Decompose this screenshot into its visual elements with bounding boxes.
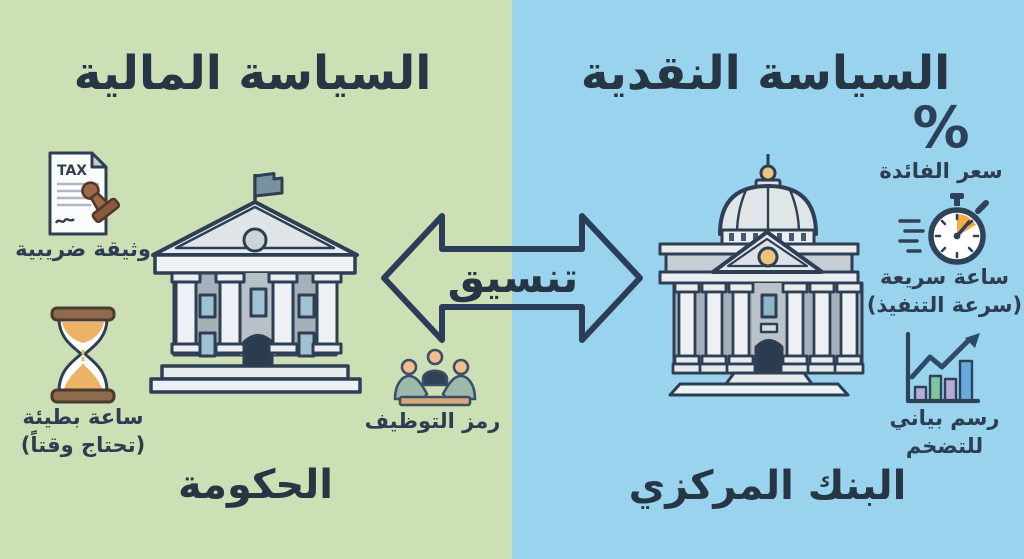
chart-axes bbox=[905, 331, 981, 404]
sand-top bbox=[62, 322, 104, 343]
inflation-chart-label-line1: رسم بياني bbox=[889, 406, 1000, 430]
government-label: الحكومة bbox=[178, 462, 333, 508]
hourglass-label: ساعة بطيئة (تحتاج وقتاً) bbox=[2, 403, 164, 459]
building-windows bbox=[198, 287, 316, 358]
coordination-arrow-label: تنسيق bbox=[447, 253, 579, 302]
interest-rate-label: سعر الفائدة bbox=[879, 159, 1003, 183]
percent-symbol: % bbox=[912, 95, 970, 161]
stopwatch-label-line1: ساعة سريعة bbox=[879, 265, 1010, 289]
bank-columns bbox=[671, 281, 865, 375]
rubber-stamp-icon bbox=[81, 181, 121, 224]
trend-arrow bbox=[909, 338, 971, 380]
employment-people-icon bbox=[393, 348, 477, 407]
building-columns bbox=[170, 271, 343, 355]
inflation-chart-label-line2: للتضخم bbox=[905, 434, 984, 458]
bank-steps bbox=[724, 371, 814, 386]
fiscal-policy-title: السياسة المالية bbox=[73, 46, 432, 101]
stopwatch-label: ساعة سريعة (سرعة التنفيذ) bbox=[862, 263, 1024, 319]
pediment-ornament bbox=[242, 227, 268, 253]
tax-document-icon: TAX bbox=[48, 151, 121, 236]
bank-window bbox=[760, 293, 778, 319]
building-steps bbox=[160, 364, 350, 381]
dome-finial bbox=[759, 164, 777, 182]
chart-bars bbox=[913, 385, 928, 403]
sand-bottom bbox=[64, 364, 102, 389]
stopwatch-icon bbox=[898, 193, 989, 265]
hourglass-icon bbox=[50, 306, 116, 404]
coordination-arrow bbox=[381, 213, 643, 343]
stopwatch-label-line2: (سرعة التنفيذ) bbox=[866, 293, 1023, 317]
central-bank-label: البنك المركزي bbox=[628, 463, 907, 509]
bank-door bbox=[754, 339, 784, 375]
inflation-chart-icon bbox=[905, 331, 981, 404]
tax-doc-text: TAX bbox=[57, 163, 87, 179]
pediment-gold-medallion bbox=[757, 246, 779, 268]
flag-icon bbox=[253, 172, 284, 198]
employment-label: رمز التوظيف bbox=[364, 409, 501, 433]
hourglass-label-line2: (تحتاج وقتاً) bbox=[20, 433, 146, 457]
tax-document-label: وثيقة ضريبية bbox=[15, 237, 151, 261]
hourglass-label-line1: ساعة بطيئة bbox=[22, 405, 144, 429]
signature-squiggle bbox=[54, 217, 75, 224]
monetary-policy-title: السياسة النقدية bbox=[580, 46, 951, 101]
inflation-chart-label: رسم بياني للتضخم bbox=[862, 404, 1024, 460]
central-bank-icon bbox=[658, 154, 865, 397]
government-building-icon bbox=[149, 172, 362, 394]
